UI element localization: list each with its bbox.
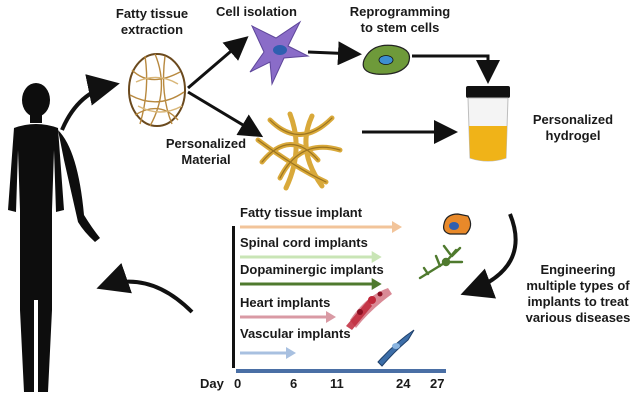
engineering-line1: Engineering: [540, 262, 616, 277]
arrow-to-reprogramming: [307, 41, 362, 66]
arrow-to-human: [96, 263, 194, 314]
hydrogel-vial-icon: [466, 86, 510, 162]
human-silhouette-icon: [8, 83, 100, 392]
isolation-label: Cell isolation: [216, 4, 297, 19]
reprogramming-label-line1: Reprogramming: [349, 4, 451, 19]
extraction-label: Fatty tissue extraction: [104, 6, 200, 38]
engineering-line2: multiple types of: [526, 278, 630, 293]
arrow-to-hydrogel: [412, 54, 500, 84]
reprogramming-label: Reprogramming to stem cells: [342, 4, 458, 36]
implant-bar-head-fatty: [392, 221, 402, 233]
extraction-label-line2: extraction: [120, 22, 184, 37]
implant-label-dopaminergic: Dopaminergic implants: [240, 262, 384, 277]
hydrogel-label: Personalized hydrogel: [518, 112, 628, 144]
material-label: Personalized Material: [160, 136, 252, 168]
implant-label-heart: Heart implants: [240, 295, 331, 310]
extraction-label-line1: Fatty tissue: [115, 6, 189, 21]
timeline-tick-6: 6: [290, 376, 298, 391]
fat-implant-icon: [443, 213, 472, 235]
implant-bar-head-dopaminergic: [371, 278, 382, 290]
timeline-tick-27: 27: [430, 376, 445, 391]
arrow-to-material: [187, 90, 264, 138]
arrow-to-engineering: [460, 213, 518, 299]
heart-implant-icon: [346, 288, 392, 330]
implant-label-spinal: Spinal cord implants: [240, 235, 368, 250]
material-label-line1: Personalized: [165, 136, 247, 151]
arrow-to-extraction: [60, 74, 120, 131]
timeline-prefix: Day: [200, 376, 224, 391]
engineering-line4: various diseases: [525, 310, 631, 325]
implant-bar-head-spinal: [371, 251, 382, 263]
reprogramming-label-line2: to stem cells: [360, 20, 440, 35]
isolated-cell-icon: [249, 20, 310, 86]
implant-label-vascular: Vascular implants: [240, 326, 351, 341]
stem-cell-icon: [362, 44, 411, 75]
engineering-label: Engineering multiple types of implants t…: [520, 262, 636, 326]
material-label-line2: Material: [181, 152, 231, 167]
neuron-implant-icon: [418, 244, 464, 280]
hydrogel-label-line1: Personalized: [532, 112, 614, 127]
vascular-implant-icon: [377, 329, 415, 367]
arrow-to-isolation: [187, 36, 249, 90]
implant-axis-line: [232, 226, 235, 368]
timeline-tick-11: 11: [330, 376, 344, 391]
timeline-line: [236, 369, 446, 373]
timeline-tick-0: 0: [234, 376, 242, 391]
engineering-line3: implants to treat: [527, 294, 629, 309]
implant-bar-head-heart: [326, 311, 336, 323]
fatty-tissue-icon: [128, 53, 186, 127]
material-fibers-icon: [255, 111, 343, 191]
timeline-tick-24: 24: [396, 376, 411, 391]
implant-bar-head-vascular: [286, 347, 296, 359]
hydrogel-label-line2: hydrogel: [545, 128, 601, 143]
implant-label-fatty: Fatty tissue implant: [240, 205, 363, 220]
implant-bars: [240, 221, 402, 359]
